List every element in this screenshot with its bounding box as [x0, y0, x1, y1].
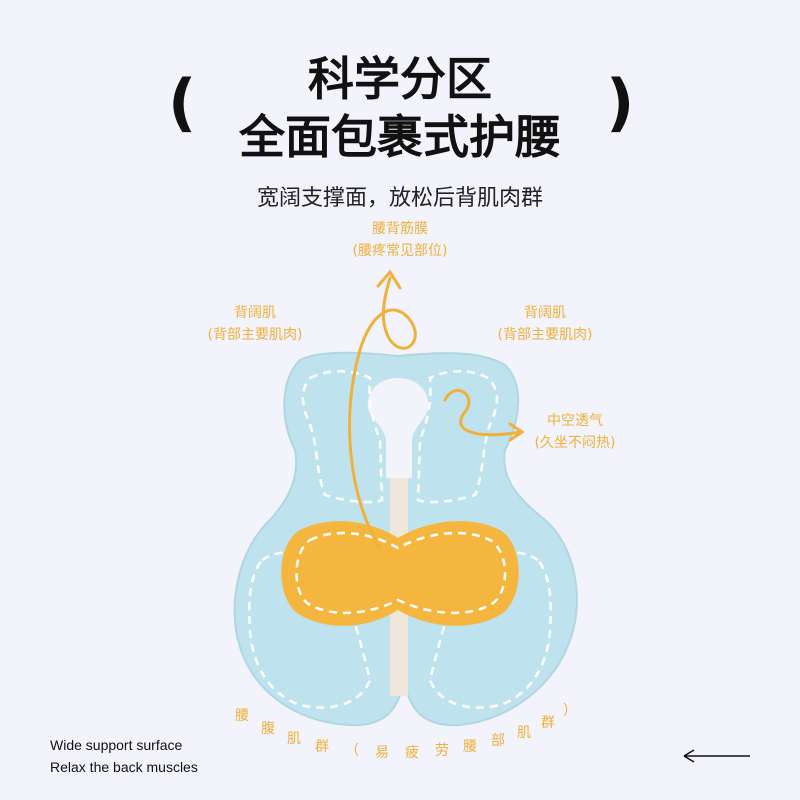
bottom-label-char: 腰: [235, 708, 249, 724]
right-parenthesis: ): [606, 66, 635, 139]
callout-vent-note: (久坐不闷热): [534, 435, 616, 451]
page-title-line2: 全面包裹式护腰: [239, 110, 561, 164]
bottom-label-char: 肌: [517, 725, 531, 741]
callout-lat-left-note: (背部主要肌肉): [207, 327, 303, 343]
bottom-label-char: 群: [315, 739, 329, 755]
bottom-label-char: ）: [563, 703, 577, 719]
page-title-line1: 科学分区: [308, 52, 492, 106]
callout-lat-right: 背阔肌 (背部主要肌肉): [470, 302, 620, 346]
callout-fascia: 腰背筋膜 (腰疼常见部位): [325, 218, 475, 262]
caption-line1: Wide support surface: [50, 737, 183, 753]
callout-lat-right-note: (背部主要肌肉): [497, 327, 593, 343]
caption-line2: Relax the back muscles: [50, 759, 198, 775]
callout-vent-name: 中空透气: [547, 413, 603, 429]
callout-lat-left: 背阔肌 (背部主要肌肉): [180, 302, 330, 346]
callout-lat-left-name: 背阔肌: [234, 305, 276, 321]
bottom-label-char: 肌: [287, 731, 301, 747]
flow-arrows: [348, 269, 525, 550]
bottom-label-char: （: [345, 743, 359, 759]
bottom-label-char: 腹: [261, 721, 275, 737]
pad-dashed-outline: [295, 531, 507, 615]
bottom-label-char: 易: [375, 745, 389, 761]
page-subtitle: 宽阔支撑面，放松后背肌肉群: [256, 186, 543, 211]
callout-fascia-note: (腰疼常见部位): [352, 243, 448, 259]
callout-vent: 中空透气 (久坐不闷热): [500, 410, 650, 454]
callout-lat-right-name: 背阔肌: [524, 305, 566, 321]
bottom-label-char: 疲: [405, 745, 419, 761]
vent-hole: [367, 378, 429, 478]
long-left-arrow-icon: [683, 749, 750, 763]
left-parenthesis: (: [168, 66, 197, 139]
bottom-label-char: 群: [541, 715, 555, 731]
bottom-label-char: 劳: [435, 743, 449, 759]
bottom-label-char: 腰: [463, 739, 477, 755]
callout-fascia-name: 腰背筋膜: [372, 221, 428, 237]
lumbar-pad: [281, 521, 519, 626]
bottom-label-char: 部: [491, 733, 505, 749]
